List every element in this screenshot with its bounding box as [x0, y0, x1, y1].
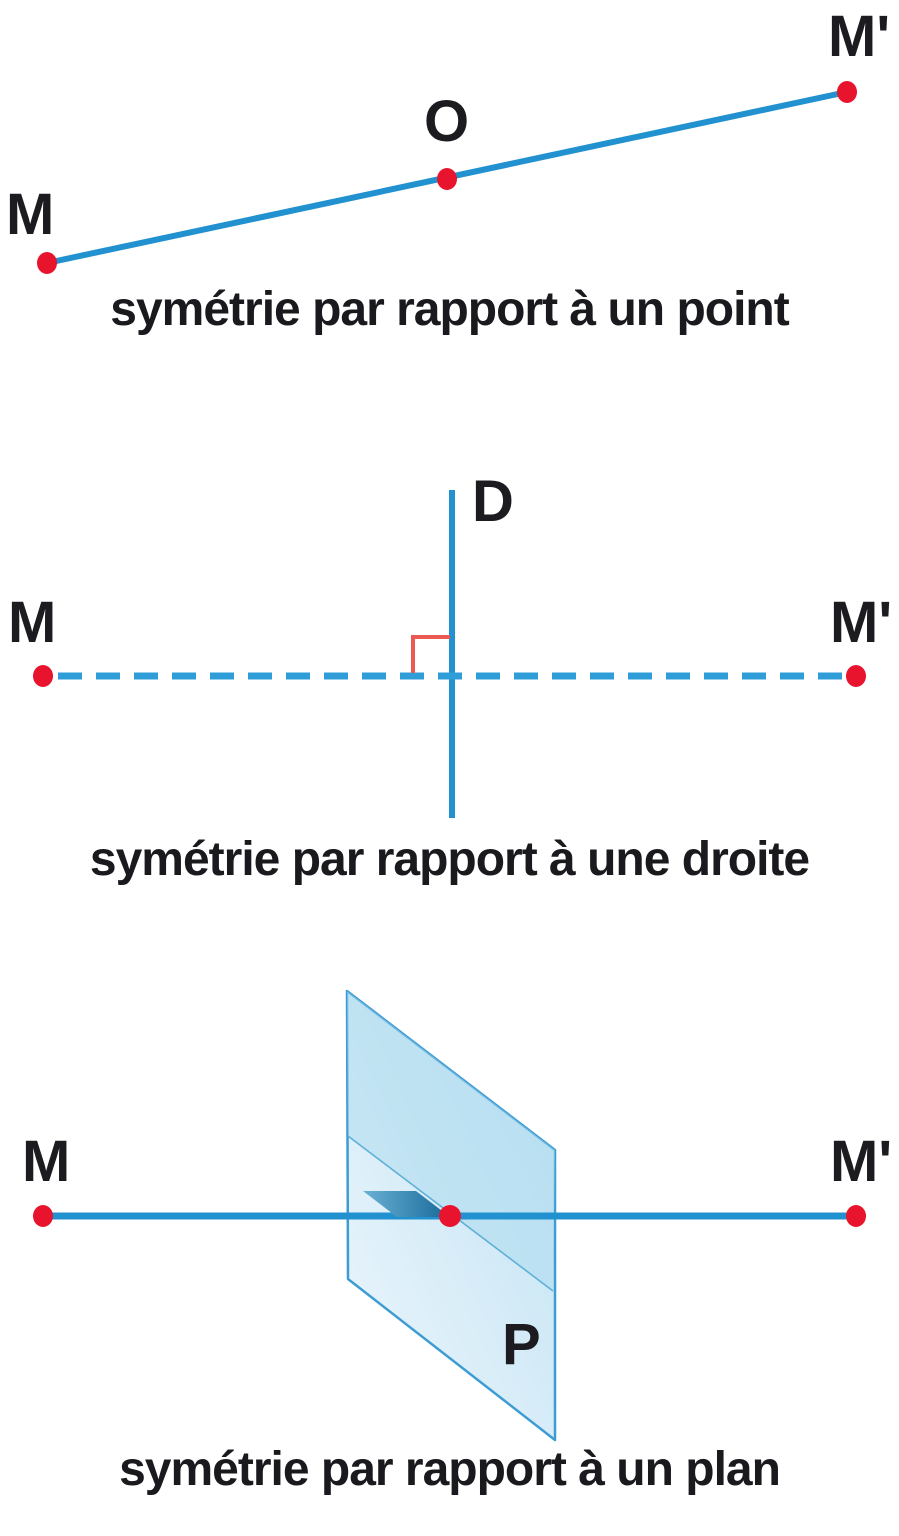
line-through-plane-marker [363, 1191, 450, 1217]
label-p: P [502, 1312, 541, 1377]
caption-plane-symmetry: symétrie par rapport à un plan [119, 1443, 781, 1496]
point-m-dot [33, 665, 53, 687]
point-mprime-dot [846, 665, 866, 687]
point-m-dot [33, 1205, 53, 1227]
point-m-dot [37, 252, 57, 274]
caption-point-symmetry: symétrie par rapport à un point [110, 283, 789, 336]
point-mprime-dot [846, 1205, 866, 1227]
point-o-dot [437, 168, 457, 190]
diagram-symmetry-point: M O M' symétrie par rapport à un point [0, 0, 899, 440]
caption-line-symmetry: symétrie par rapport à une droite [89, 833, 810, 886]
label-m: M [22, 1129, 71, 1194]
diagram-symmetry-plane: M M' P symétrie par rapport à un plan [0, 960, 899, 1536]
right-angle-mark [411, 635, 450, 673]
label-o: O [424, 89, 470, 154]
label-m: M [8, 590, 57, 655]
diagram-symmetry-line: M D M' symétrie par rapport à une droite [0, 440, 899, 960]
label-m-prime: M' [830, 1129, 893, 1194]
point-symmetry-drawing [37, 81, 857, 274]
plane-symmetry-drawing [33, 989, 866, 1442]
label-d: D [472, 469, 514, 534]
label-m-prime: M' [828, 4, 891, 69]
label-m: M [6, 182, 55, 247]
label-m-prime: M' [830, 590, 893, 655]
plane-intersection-dot [439, 1205, 461, 1227]
line-symmetry-shapes [33, 490, 866, 818]
point-mprime-dot [837, 81, 857, 103]
